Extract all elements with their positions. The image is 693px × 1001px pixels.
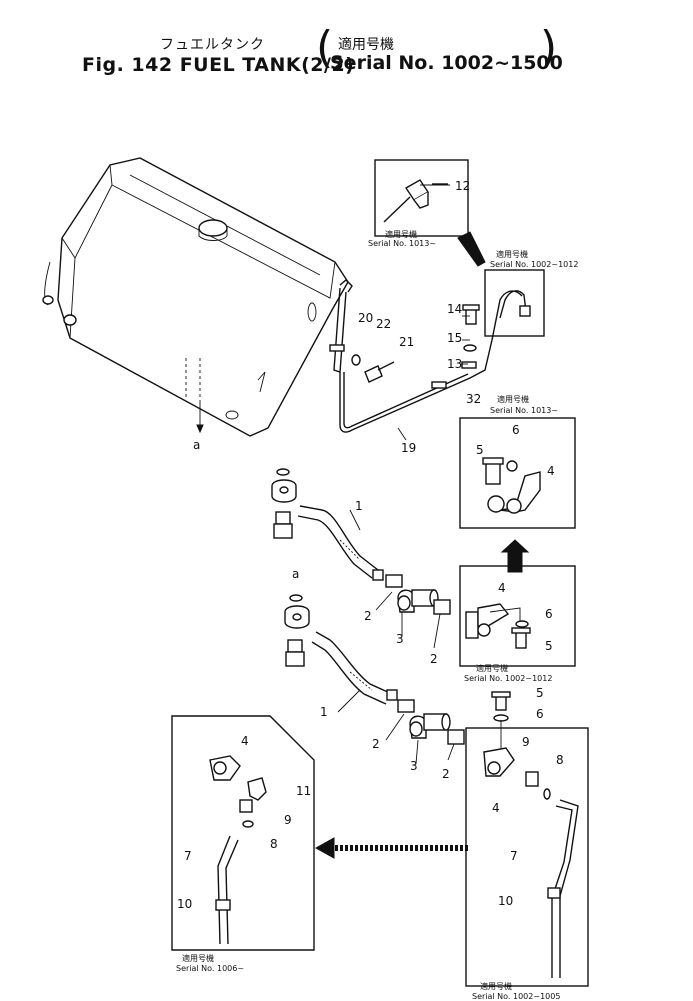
hose-1-lower bbox=[311, 631, 398, 705]
callout-19: 19 bbox=[401, 441, 416, 455]
callout-8-a: 8 bbox=[556, 753, 564, 767]
title-japanese: フュエルタンク bbox=[160, 37, 265, 53]
callout-15: 15 bbox=[447, 331, 462, 345]
caption-box32-jp: 適用号機 bbox=[497, 394, 529, 404]
caption-bottom-right-jp: 適用号機 bbox=[480, 981, 512, 991]
callout-2-b: 2 bbox=[430, 652, 438, 666]
callout-7-a: 7 bbox=[510, 849, 518, 863]
callout-a-2: a bbox=[292, 567, 299, 581]
callout-4-b: 4 bbox=[498, 581, 506, 595]
caption-bottom-right-serial: Serial No. 1002~1005 bbox=[472, 992, 560, 1001]
open-paren-glyph: ( bbox=[316, 22, 334, 73]
caption-top-right-jp: 適用号機 bbox=[496, 249, 528, 259]
callout-5-c: 5 bbox=[536, 686, 544, 700]
callout-1-upper: 1 bbox=[355, 499, 363, 513]
callout-11: 11 bbox=[296, 784, 311, 798]
callout-2-d: 2 bbox=[442, 767, 450, 781]
caption-box12-jp: 適用号機 bbox=[385, 229, 417, 239]
elbow-fitting-upper bbox=[385, 574, 451, 615]
caption-top-right-serial: Serial No. 1002~1012 bbox=[490, 260, 578, 269]
applicable-japanese: 適用号機 bbox=[338, 37, 394, 53]
callout-10-a: 10 bbox=[498, 894, 513, 908]
serial-range: Serial No. 1002~1500 bbox=[330, 52, 563, 74]
inset-box-bottom-right bbox=[465, 691, 589, 987]
caption-middle-jp: 適用号機 bbox=[476, 663, 508, 673]
callout-5-b: 5 bbox=[545, 639, 553, 653]
callout-4-a: 4 bbox=[547, 464, 555, 478]
callout-10-b: 10 bbox=[177, 897, 192, 911]
inset-box-12 bbox=[374, 159, 486, 267]
fuel-tank bbox=[42, 157, 353, 437]
callout-14: 14 bbox=[447, 302, 462, 316]
callout-32: 32 bbox=[466, 392, 481, 406]
callout-13: 13 bbox=[447, 357, 462, 371]
bracket-assembly bbox=[329, 287, 395, 383]
figure-title: Fig. 142 FUEL TANK(2/2) bbox=[82, 54, 355, 76]
callout-a-1: a bbox=[193, 438, 200, 452]
callout-2-a: 2 bbox=[364, 609, 372, 623]
callout-21: 21 bbox=[399, 335, 414, 349]
close-paren-glyph: ) bbox=[540, 22, 558, 73]
caption-box12-serial: Serial No. 1013~ bbox=[368, 239, 436, 248]
tank-fitting-upper bbox=[271, 468, 297, 539]
callout-4-d: 4 bbox=[241, 734, 249, 748]
callout-3-a: 3 bbox=[396, 632, 404, 646]
tank-fitting-lower bbox=[284, 594, 310, 667]
caption-bottom-left-jp: 適用号機 bbox=[182, 953, 214, 963]
callout-7-b: 7 bbox=[184, 849, 192, 863]
callout-8-b: 8 bbox=[270, 837, 278, 851]
elbow-fitting-lower bbox=[397, 699, 465, 745]
caption-box32-serial: Serial No. 1013~ bbox=[490, 406, 558, 415]
inset-box-lower-right bbox=[459, 565, 576, 667]
caption-bottom-left-serial: Serial No. 1006~ bbox=[176, 964, 244, 973]
callout-9-a: 9 bbox=[522, 735, 530, 749]
callout-20: 20 bbox=[358, 311, 373, 325]
pipe-clamp-hardware bbox=[431, 304, 480, 389]
callout-5-a: 5 bbox=[476, 443, 484, 457]
callout-6-a: 6 bbox=[512, 423, 520, 437]
arrow-to-left-inset bbox=[314, 837, 470, 859]
callout-12: 12 bbox=[455, 179, 470, 193]
callout-22: 22 bbox=[376, 317, 391, 331]
inset-box-top-right bbox=[484, 269, 545, 337]
callout-3-b: 3 bbox=[410, 759, 418, 773]
inset-box-bottom-left bbox=[171, 715, 315, 951]
callout-6-b: 6 bbox=[545, 607, 553, 621]
leader-lines bbox=[337, 184, 470, 765]
callout-2-c: 2 bbox=[372, 737, 380, 751]
callout-4-c: 4 bbox=[492, 801, 500, 815]
callout-6-c: 6 bbox=[536, 707, 544, 721]
hose-1-upper bbox=[297, 505, 384, 581]
inset-box-upper-right bbox=[459, 417, 576, 573]
caption-middle-serial: Serial No. 1002~1012 bbox=[464, 674, 552, 683]
callout-1-lower: 1 bbox=[320, 705, 328, 719]
callout-9-b: 9 bbox=[284, 813, 292, 827]
